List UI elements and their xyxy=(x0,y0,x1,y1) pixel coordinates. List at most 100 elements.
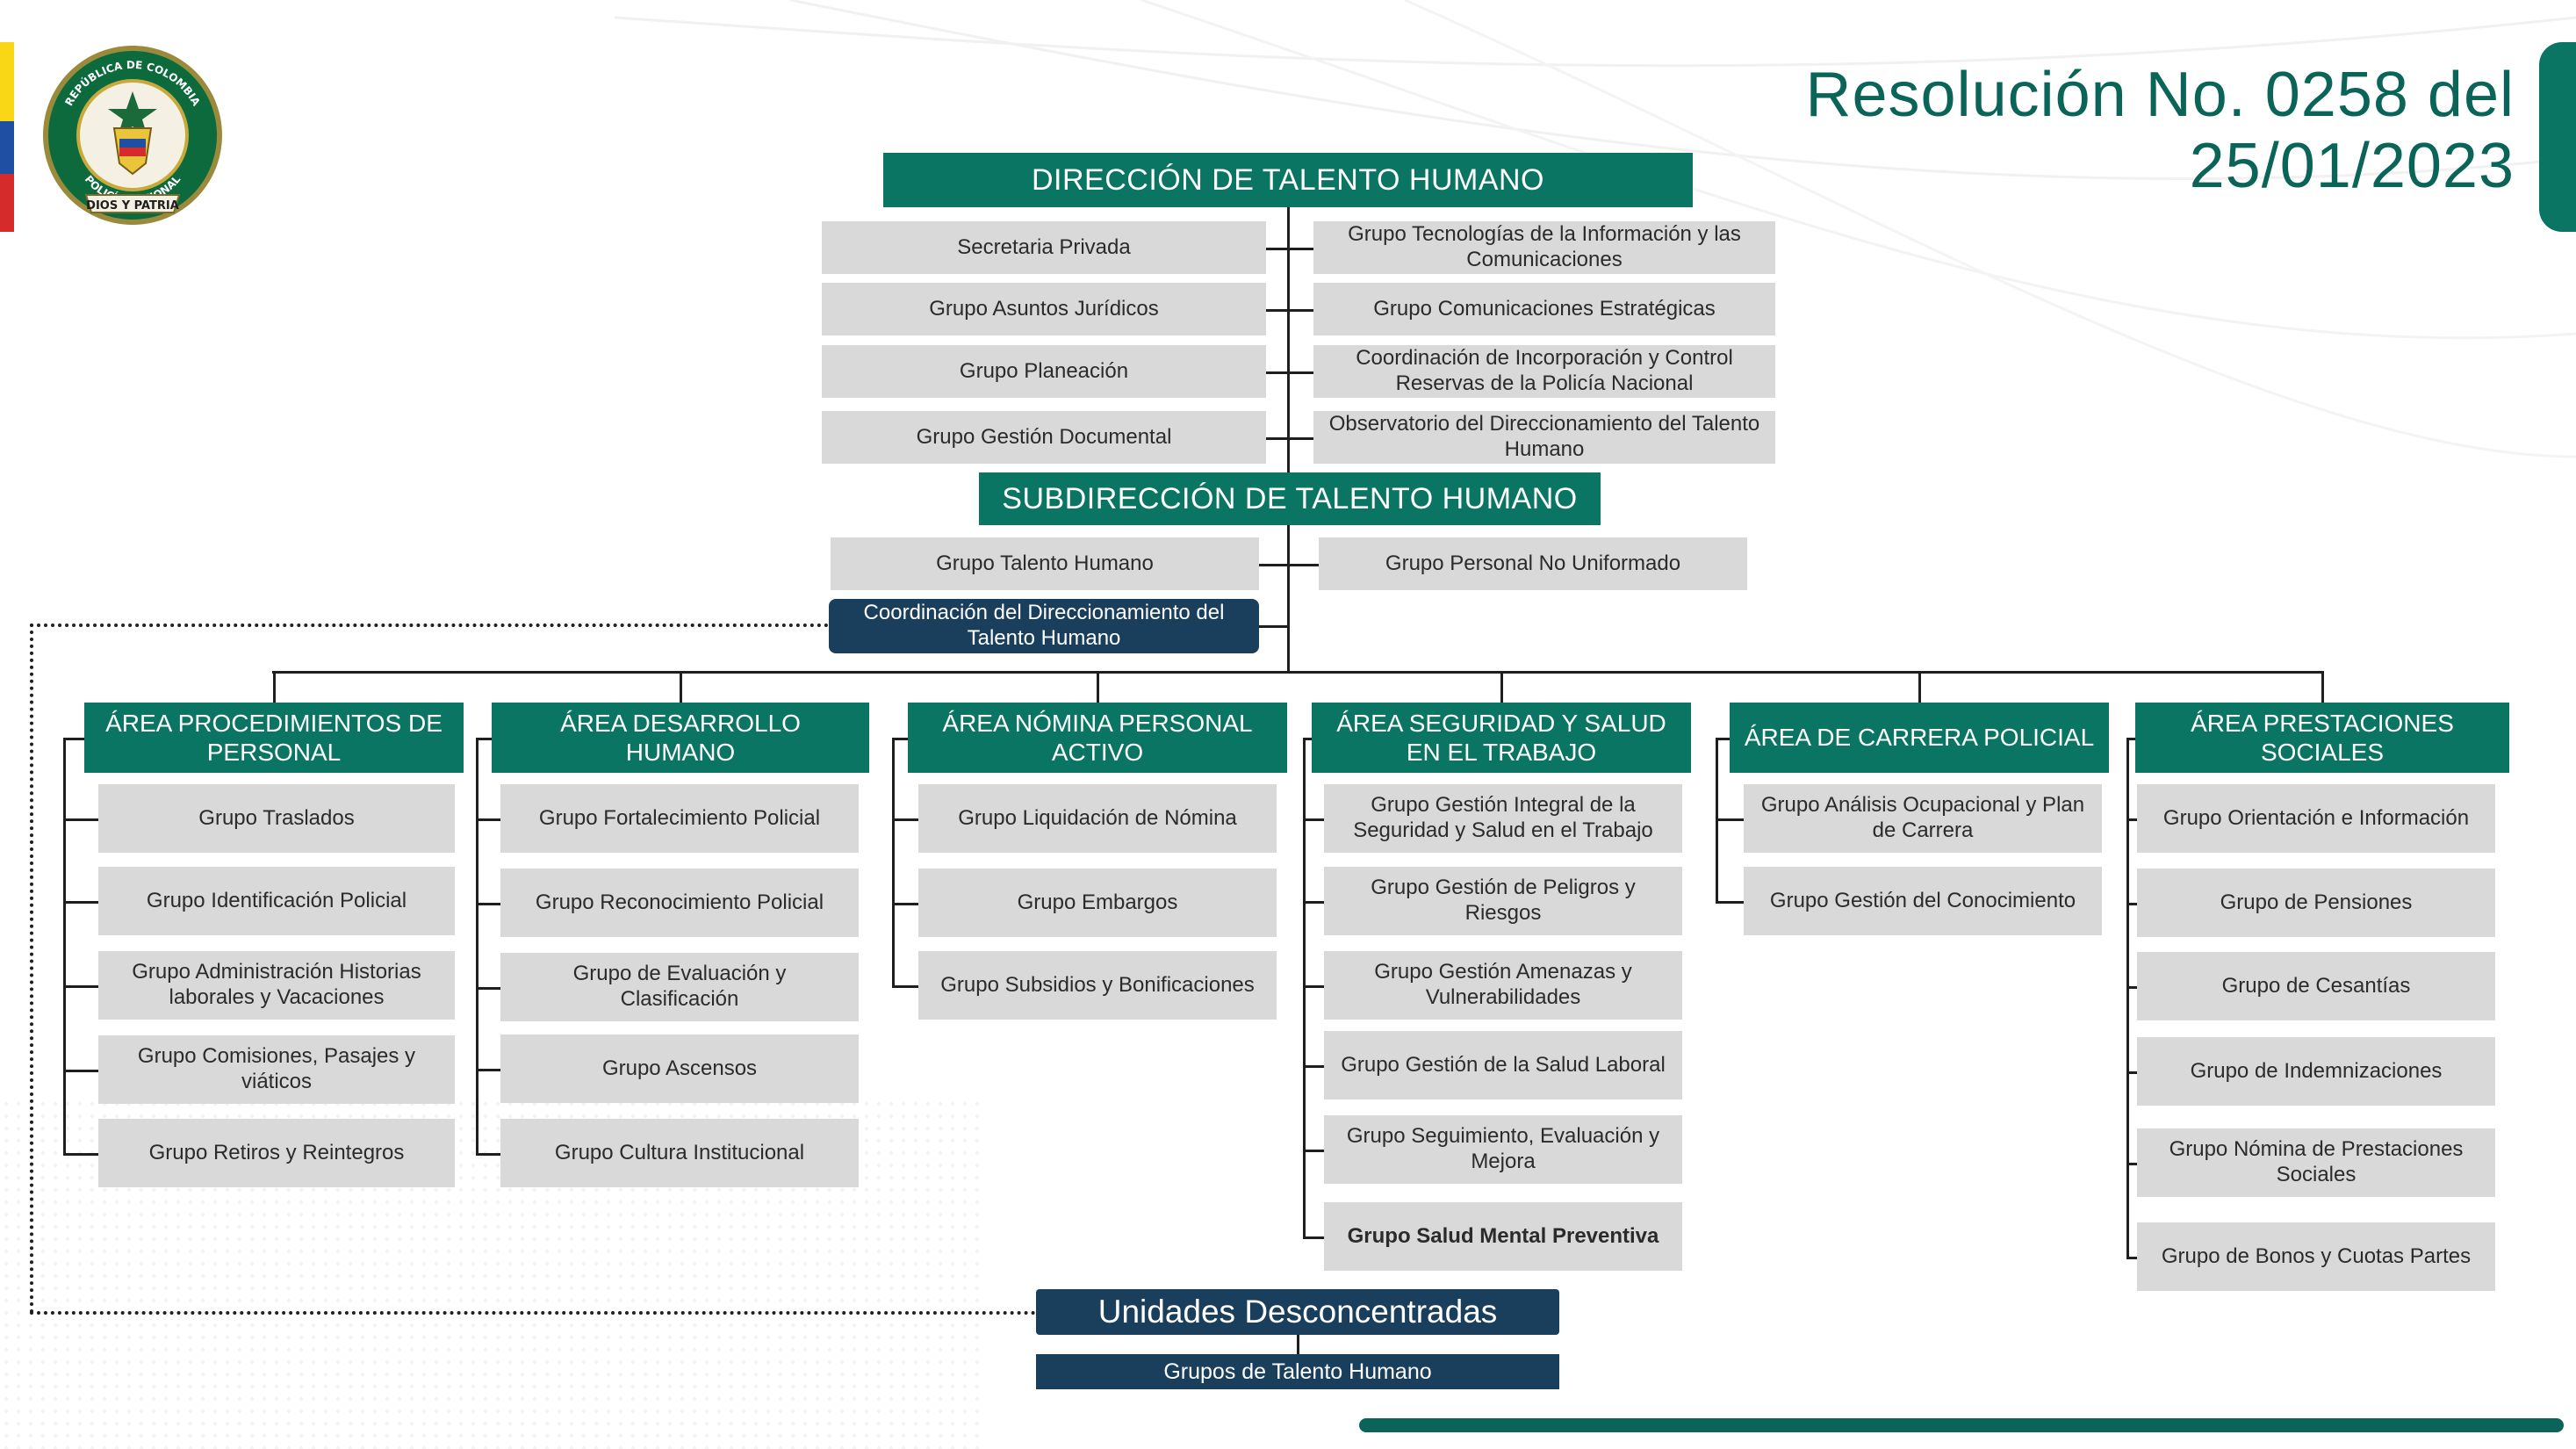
background-swoosh-decoration xyxy=(615,0,2576,458)
connector-line xyxy=(1303,1236,1324,1239)
connector-line xyxy=(892,818,918,821)
area-title: ÁREA NÓMINA PERSONAL ACTIVO xyxy=(908,703,1287,773)
connector-line xyxy=(1303,985,1324,988)
connector-line xyxy=(2126,1257,2137,1259)
connector-line xyxy=(476,1069,500,1071)
connector-line xyxy=(476,738,492,740)
connector-line xyxy=(1266,248,1313,250)
subdireccion-group: Grupo Personal No Uniformado xyxy=(1319,537,1747,590)
area-group: Grupo Gestión Integral de la Seguridad y… xyxy=(1324,784,1682,853)
area-group: Grupo Gestión de Peligros y Riesgos xyxy=(1324,867,1682,935)
direccion-right-group: Coordinación de Incorporación y Control … xyxy=(1313,345,1775,398)
area-title: ÁREA SEGURIDAD Y SALUD EN EL TRABAJO xyxy=(1312,703,1691,773)
area-group: Grupo Orientación e Información xyxy=(2137,784,2495,853)
connector-line xyxy=(63,738,66,1153)
connector-line xyxy=(1259,625,1287,628)
area-group: Grupo de Indemnizaciones xyxy=(2137,1037,2495,1106)
connector-line xyxy=(1303,901,1324,904)
bottom-accent-bar xyxy=(1359,1418,2564,1432)
flag-yellow-stripe xyxy=(0,42,14,121)
direccion-left-group: Grupo Asuntos Jurídicos xyxy=(822,283,1266,335)
connector-line xyxy=(892,985,918,988)
connector-line xyxy=(476,738,479,1153)
area-group: Grupo de Bonos y Cuotas Partes xyxy=(2137,1222,2495,1291)
connector-line xyxy=(1303,1150,1324,1152)
area-group: Grupo Comisiones, Pasajes y viáticos xyxy=(98,1035,455,1104)
area-group: Grupo de Evaluación y Clasificación xyxy=(500,953,859,1021)
connector-line xyxy=(476,818,500,821)
direccion-title: DIRECCIÓN DE TALENTO HUMANO xyxy=(883,153,1693,207)
connector-line xyxy=(2126,738,2129,1257)
connector-line xyxy=(2126,818,2137,821)
connector-line xyxy=(1266,437,1313,440)
connector-line xyxy=(892,903,918,905)
connector-line xyxy=(2126,1071,2137,1074)
area-group: Grupo Nómina de Prestaciones Sociales xyxy=(2137,1128,2495,1197)
coordinacion-direccionamiento: Coordinación del Direccionamiento del Ta… xyxy=(829,599,1259,653)
connector-line xyxy=(272,671,2323,674)
connector-line xyxy=(1500,671,1503,703)
area-group: Grupo Gestión de la Salud Laboral xyxy=(1324,1031,1682,1099)
area-title: ÁREA PRESTACIONES SOCIALES xyxy=(2135,703,2509,773)
dotted-connector-bottom xyxy=(30,1311,1036,1315)
area-group: Grupo Cultura Institucional xyxy=(500,1119,859,1187)
connector-line xyxy=(1716,738,1730,740)
flag-red-stripe xyxy=(0,174,14,232)
connector-line xyxy=(1918,671,1921,703)
area-group: Grupo de Cesantías xyxy=(2137,952,2495,1020)
connector-line xyxy=(2126,903,2137,905)
area-group: Grupo Reconocimiento Policial xyxy=(500,869,859,937)
connector-line xyxy=(2126,986,2137,989)
direccion-left-group: Secretaria Privada xyxy=(822,221,1266,274)
connector-line xyxy=(1716,901,1744,904)
connector-line xyxy=(2126,738,2135,740)
dotted-connector-vertical xyxy=(30,624,33,1314)
policia-nacional-seal-logo: REPÚBLICA DE COLOMBIA POLICÍA NACIONAL D… xyxy=(43,46,222,225)
connector-line xyxy=(1266,371,1313,374)
area-group: Grupo Ascensos xyxy=(500,1034,859,1103)
connector-line xyxy=(476,903,500,905)
connector-line xyxy=(1303,738,1312,740)
connector-line xyxy=(1716,818,1744,821)
area-group: Grupo Fortalecimiento Policial xyxy=(500,784,859,853)
connector-line xyxy=(1303,818,1324,821)
direccion-left-group: Grupo Gestión Documental xyxy=(822,411,1266,464)
direccion-right-group: Grupo Comunicaciones Estratégicas xyxy=(1313,283,1775,335)
connector-line xyxy=(2321,671,2324,703)
unidades-desconcentradas-title: Unidades Desconcentradas xyxy=(1036,1289,1559,1335)
area-title: ÁREA DESARROLLO HUMANO xyxy=(492,703,869,773)
logo-motto: DIOS Y PATRIA xyxy=(86,199,179,213)
area-group: Grupo Identificación Policial xyxy=(98,867,455,935)
connector-line xyxy=(63,1153,98,1156)
connector-line xyxy=(63,901,98,904)
area-title: ÁREA DE CARRERA POLICIAL xyxy=(1730,703,2109,773)
area-group: Grupo Salud Mental Preventiva xyxy=(1324,1202,1682,1271)
connector-line xyxy=(2126,1163,2137,1165)
area-group: Grupo Administración Historias laborales… xyxy=(98,951,455,1020)
area-group: Grupo de Pensiones xyxy=(2137,869,2495,937)
connector-line xyxy=(476,987,500,990)
area-group: Grupo Subsidios y Bonificaciones xyxy=(918,951,1277,1020)
connector-line xyxy=(892,738,908,740)
connector-line xyxy=(680,671,682,703)
connector-line xyxy=(476,1153,500,1156)
area-group: Grupo Seguimiento, Evaluación y Mejora xyxy=(1324,1115,1682,1184)
subdireccion-title: SUBDIRECCIÓN DE TALENTO HUMANO xyxy=(979,472,1601,525)
connector-line xyxy=(1259,564,1319,566)
area-title: ÁREA PROCEDIMIENTOS DE PERSONAL xyxy=(84,703,464,773)
area-group: Grupo Gestión Amenazas y Vulnerabilidade… xyxy=(1324,951,1682,1020)
direccion-right-group: Observatorio del Direccionamiento del Ta… xyxy=(1313,411,1775,464)
direccion-right-group: Grupo Tecnologías de la Información y la… xyxy=(1313,221,1775,274)
subdireccion-group: Grupo Talento Humano xyxy=(831,537,1259,590)
right-edge-tab-decoration xyxy=(2539,42,2576,232)
resolution-title: Resolución No. 0258 del 25/01/2023 xyxy=(1805,60,2515,201)
connector-line xyxy=(1297,1335,1299,1354)
dotted-connector-top xyxy=(30,624,829,627)
connector-line xyxy=(63,738,84,740)
connector-line xyxy=(1097,671,1099,703)
area-group: Grupo Análisis Ocupacional y Plan de Car… xyxy=(1744,784,2102,853)
connector-line xyxy=(63,818,98,821)
area-group: Grupo Retiros y Reintegros xyxy=(98,1119,455,1187)
grupos-talento-humano: Grupos de Talento Humano xyxy=(1036,1354,1559,1389)
area-group: Grupo Gestión del Conocimiento xyxy=(1744,867,2102,935)
